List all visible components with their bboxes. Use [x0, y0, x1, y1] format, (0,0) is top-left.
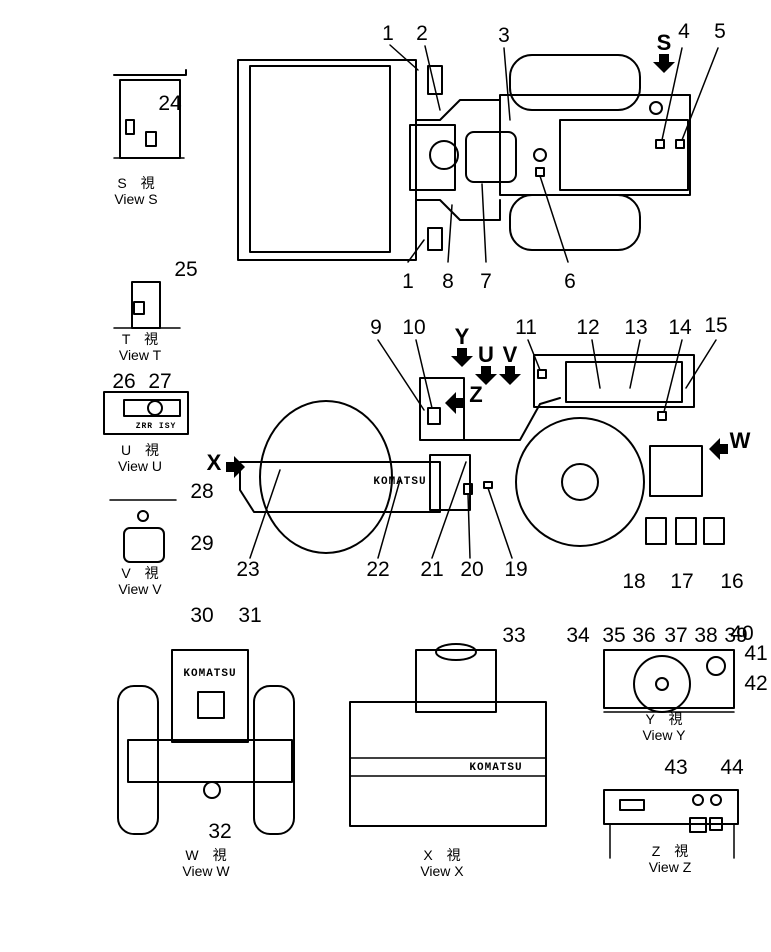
callout-18: 18 [622, 570, 645, 593]
view-marker-u: U [478, 342, 494, 367]
callout-11: 11 [515, 316, 537, 339]
view-s-caption-jp: S 視 [117, 175, 154, 191]
callout-31: 31 [238, 604, 261, 627]
view-w-caption-en: View W [182, 863, 230, 879]
view-z-sketch [603, 789, 739, 859]
callout-1-lower: 1 [402, 270, 414, 293]
callout-37: 37 [664, 624, 687, 647]
view-marker-w: W [730, 428, 751, 453]
view-t-sketch [113, 281, 181, 329]
front-brand-decal: KOMATSU [183, 668, 236, 680]
callout-34: 34 [566, 624, 590, 647]
callout-14: 14 [668, 316, 692, 339]
callout-42: 42 [744, 672, 767, 695]
view-u-plate-text: ZRR ISY [136, 422, 177, 431]
view-marker-z: Z [469, 382, 482, 407]
callout-7: 7 [480, 270, 492, 293]
view-t-caption-jp: T 視 [122, 331, 158, 347]
view-marker-v: V [503, 342, 518, 367]
drum-brand-decal: KOMATSU [469, 762, 522, 774]
callout-6: 6 [564, 270, 576, 293]
callout-10: 10 [402, 316, 425, 339]
view-x-caption-en: View X [420, 863, 464, 879]
view-s-caption-en: View S [114, 191, 157, 207]
callout-23: 23 [236, 558, 259, 581]
callout-8: 8 [442, 270, 454, 293]
arrow-icon [499, 366, 521, 385]
view-u-caption-jp: U 視 [121, 442, 159, 458]
view-marker-y: Y [455, 324, 470, 349]
view-u-sketch [103, 391, 189, 435]
callout-43: 43 [664, 756, 687, 779]
callout-41: 41 [744, 642, 767, 665]
callout-3: 3 [498, 24, 510, 47]
view-v-caption-en: View V [118, 581, 162, 597]
callout-17: 17 [670, 570, 693, 593]
view-y-caption-jp: Y 視 [645, 711, 682, 727]
callout-4: 4 [678, 20, 690, 43]
callout-19: 19 [504, 558, 527, 581]
callout-5: 5 [714, 20, 726, 43]
view-u-caption-en: View U [118, 458, 162, 474]
view-w-caption-jp: W 視 [185, 847, 226, 863]
side-view-machine [239, 339, 725, 559]
view-marker-x: X [207, 450, 222, 475]
callout-44: 44 [720, 756, 744, 779]
view-w-sketch [117, 649, 295, 835]
view-v-caption-jp: V 視 [121, 565, 158, 581]
view-v-sketch [109, 499, 177, 563]
callout-16: 16 [720, 570, 743, 593]
callout-21: 21 [420, 558, 443, 581]
callout-38: 38 [694, 624, 717, 647]
callout-33: 33 [502, 624, 525, 647]
callout-22: 22 [366, 558, 389, 581]
callout-2: 2 [416, 22, 428, 45]
callout-25: 25 [174, 258, 197, 281]
view-x-caption-jp: X 視 [423, 847, 460, 863]
callout-32: 32 [208, 820, 231, 843]
callout-28: 28 [190, 480, 213, 503]
callout-40: 40 [730, 622, 753, 645]
view-x-sketch [349, 643, 547, 827]
callout-35: 35 [602, 624, 625, 647]
view-y-caption-en: View Y [642, 727, 686, 743]
arrow-icon [653, 54, 675, 73]
arrow-icon [475, 366, 497, 385]
arrow-icon [226, 456, 245, 478]
callout-12: 12 [576, 316, 599, 339]
callout-20: 20 [460, 558, 483, 581]
view-y-sketch [603, 649, 735, 713]
view-z-caption-en: View Z [649, 859, 692, 875]
callout-24: 24 [158, 92, 182, 115]
arrow-icon [709, 438, 728, 460]
view-s-sketch [113, 69, 187, 159]
callout-30: 30 [190, 604, 213, 627]
view-marker-s: S [657, 30, 672, 55]
callout-39: 39 [724, 624, 747, 647]
callout-36: 36 [632, 624, 655, 647]
plan-view-machine [237, 44, 719, 263]
view-z-caption-jp: Z 視 [652, 843, 689, 859]
callout-15: 15 [704, 314, 727, 337]
callout-29: 29 [190, 532, 213, 555]
callout-27: 27 [148, 370, 171, 393]
view-t-caption-en: View T [119, 347, 162, 363]
side-brand-decal: KOMATSU [373, 476, 426, 488]
arrow-icon [445, 392, 464, 414]
callout-9: 9 [370, 316, 382, 339]
callout-1: 1 [382, 22, 394, 45]
arrow-icon [451, 348, 473, 367]
callout-13: 13 [624, 316, 647, 339]
callout-26: 26 [112, 370, 135, 393]
